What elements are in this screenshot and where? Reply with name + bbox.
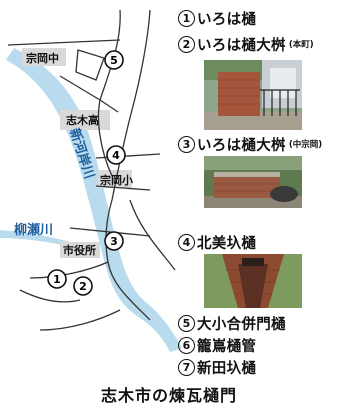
legend-item-4: 4 北美圦樋 (178, 232, 256, 252)
marker-1: 1 (47, 269, 67, 289)
legend-text: いろは樋大桝 (197, 137, 286, 154)
yanase-river (0, 230, 92, 252)
map-markers: 5 4 3 1 2 (47, 50, 126, 296)
legend-item-1: 1 いろは樋 (178, 8, 256, 28)
shiyakusho-block (60, 242, 100, 258)
soka-sho-block (98, 170, 132, 188)
marker-4: 4 (106, 145, 126, 165)
svg-text:4: 4 (112, 149, 120, 162)
svg-text:2: 2 (79, 280, 87, 293)
shiki-ko-block (60, 110, 110, 130)
roads (7, 9, 176, 331)
legend-num: 4 (178, 233, 195, 251)
legend-num: 5 (178, 314, 195, 332)
legend-location: (中宗岡) (288, 140, 323, 150)
marker-5: 5 (104, 50, 124, 70)
label-shiki-ko: 志木高 (66, 113, 99, 127)
legend-num: 2 (178, 35, 195, 53)
shingashi-river (6, 48, 182, 352)
legend-text: いろは樋 (197, 11, 257, 28)
legend-item-7: 7 新田圦樋 (178, 357, 256, 377)
marker-2: 2 (73, 276, 93, 296)
legend-num: 7 (178, 358, 195, 376)
photo-kitami-irihi (204, 254, 302, 308)
legend-item-2: 2 いろは樋大桝 (本町) (178, 34, 314, 54)
label-soka-sho: 宗岡小 (100, 173, 133, 187)
legend-num: 1 (178, 9, 195, 27)
label-yanase-river: 柳瀬川 (14, 222, 53, 238)
legend-text: 新田圦樋 (197, 360, 257, 377)
legend-text: いろは樋大桝 (197, 37, 286, 54)
legend-num: 3 (178, 135, 195, 153)
legend-text: 北美圦樋 (197, 235, 257, 252)
svg-text:5: 5 (110, 54, 118, 67)
legend-item-3: 3 いろは樋大桝 (中宗岡) (178, 134, 322, 154)
svg-text:1: 1 (53, 273, 61, 286)
label-shiyakusho: 市役所 (63, 243, 96, 257)
legend-location: (本町) (288, 40, 314, 50)
svg-text:3: 3 (110, 235, 118, 248)
legend-item-6: 6 籠嶌樋管 (178, 335, 256, 355)
figure-caption: 志木市の煉瓦樋門 (100, 386, 237, 405)
label-soka-naka: 宗岡中 (26, 51, 59, 65)
legend-text: 大小合併門樋 (197, 316, 286, 333)
legend-text: 籠嶌樋管 (197, 338, 257, 355)
soka-naka-block (22, 48, 66, 66)
legend-item-5: 5 大小合併門樋 (178, 313, 286, 333)
photo-irohahi-omasu-honcho (204, 60, 302, 130)
marker-3: 3 (104, 231, 124, 251)
photo-irohahi-omasu-nakasoka (204, 156, 302, 208)
legend-num: 6 (178, 336, 195, 354)
